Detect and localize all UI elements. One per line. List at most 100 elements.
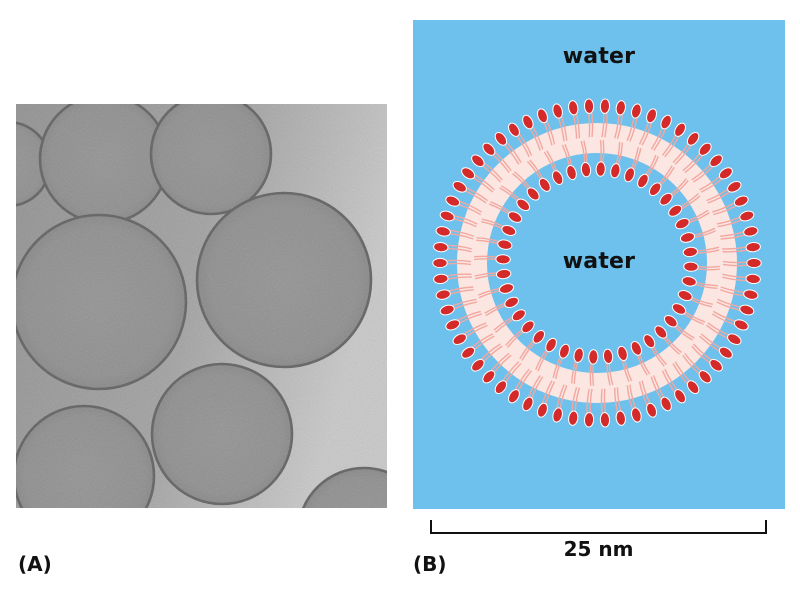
lipid-head: [739, 210, 755, 222]
lipid-head: [668, 204, 683, 217]
inner-water-label: water: [562, 249, 636, 274]
lipid-head: [536, 402, 548, 418]
lipid-head: [677, 290, 693, 302]
lipid-head: [495, 254, 511, 265]
lipid-head: [439, 304, 455, 316]
lipid-head: [482, 370, 496, 384]
inner-leaflet: [473, 139, 721, 387]
lipid-head: [727, 333, 742, 346]
lipid-head: [588, 349, 599, 365]
lipid-head: [551, 170, 564, 185]
lipid-head: [568, 410, 579, 426]
lipid-head: [698, 142, 712, 156]
lipid-head: [674, 122, 687, 137]
lipid-head: [445, 319, 461, 331]
lipid-head: [718, 346, 733, 359]
lipid-head: [654, 325, 668, 339]
lipid-head: [733, 195, 749, 207]
lipid-head: [709, 358, 723, 372]
lipid-head: [439, 210, 455, 222]
lipid-head: [681, 276, 697, 287]
lipid-head: [580, 161, 592, 178]
lipid-head: [682, 246, 699, 258]
lipid-head: [471, 154, 485, 168]
panel-b-label: (B): [413, 552, 447, 576]
lipid-head: [521, 320, 535, 334]
liposome-diagram-panel: water water: [413, 20, 785, 509]
lipid-head: [583, 412, 595, 428]
lipid-head: [432, 257, 448, 269]
hydrophobic-core: [457, 123, 737, 403]
lipid-head: [599, 98, 611, 114]
lipid-head: [516, 198, 531, 212]
lipid-head: [433, 241, 449, 253]
lipid-head: [660, 396, 672, 412]
lipid-head: [733, 319, 749, 331]
lipid-bilayer-ring: [432, 98, 762, 428]
lipid-head: [739, 304, 755, 316]
lipid-head: [617, 345, 628, 362]
lipid-head: [452, 333, 467, 346]
lipid-head: [482, 142, 496, 156]
lipid-head: [643, 334, 656, 349]
micrograph-image: [16, 104, 387, 508]
lipid-head: [573, 347, 584, 363]
lipid-head: [660, 114, 672, 130]
lipid-head: [727, 180, 742, 193]
scale-bar: [430, 520, 767, 534]
micrograph-panel: [16, 104, 387, 508]
lipid-head: [435, 226, 451, 237]
lipid-head: [501, 224, 517, 236]
lipid-head: [683, 261, 699, 272]
lipid-head: [532, 329, 546, 344]
lipid-head: [595, 161, 606, 177]
lipid-head: [615, 100, 626, 116]
lipid-head: [504, 296, 519, 309]
lipid-head: [494, 380, 508, 395]
lipid-head: [646, 402, 658, 418]
lipid-head: [646, 108, 658, 124]
lipid-head: [675, 217, 690, 230]
lipid-head: [718, 167, 733, 180]
lipid-head: [745, 273, 761, 285]
lipid-head: [494, 131, 508, 146]
lipid-head: [698, 370, 712, 384]
lipid-head: [536, 108, 548, 124]
lipid-head: [558, 343, 570, 359]
lipid-head: [495, 268, 512, 280]
lipid-head: [599, 412, 611, 428]
lipid-head: [686, 131, 700, 146]
lipid-head: [445, 195, 461, 207]
lipid-head: [461, 346, 476, 359]
outer-water-label: water: [562, 44, 636, 69]
lipid-head: [435, 289, 451, 300]
lipid-head: [679, 232, 696, 243]
lipid-head: [637, 173, 649, 189]
scale-bar-label: 25 nm: [563, 537, 634, 561]
lipid-head: [631, 407, 642, 423]
lipid-head: [674, 389, 687, 404]
lipid-head: [624, 167, 636, 183]
lipid-head: [663, 314, 678, 328]
lipid-head: [497, 239, 513, 250]
lipid-head: [538, 177, 551, 192]
lipid-head: [648, 182, 662, 197]
lipid-head: [507, 122, 520, 137]
lipid-head: [526, 187, 540, 201]
lipid-head: [743, 289, 759, 300]
lipid-head: [452, 180, 467, 193]
lipid-head: [709, 154, 723, 168]
lipid-head: [746, 257, 762, 269]
lipid-head: [630, 341, 643, 356]
lipid-head: [552, 407, 563, 423]
lipid-head: [631, 103, 642, 119]
lipid-head: [566, 164, 577, 181]
lipid-head: [610, 163, 621, 179]
lipid-head: [498, 283, 515, 294]
outer-leaflet: [432, 98, 762, 428]
lipid-head: [522, 114, 534, 130]
lipid-head: [545, 337, 557, 353]
lipid-head: [671, 303, 687, 315]
panel-a-label: (A): [18, 552, 52, 576]
lipid-head: [745, 241, 761, 253]
